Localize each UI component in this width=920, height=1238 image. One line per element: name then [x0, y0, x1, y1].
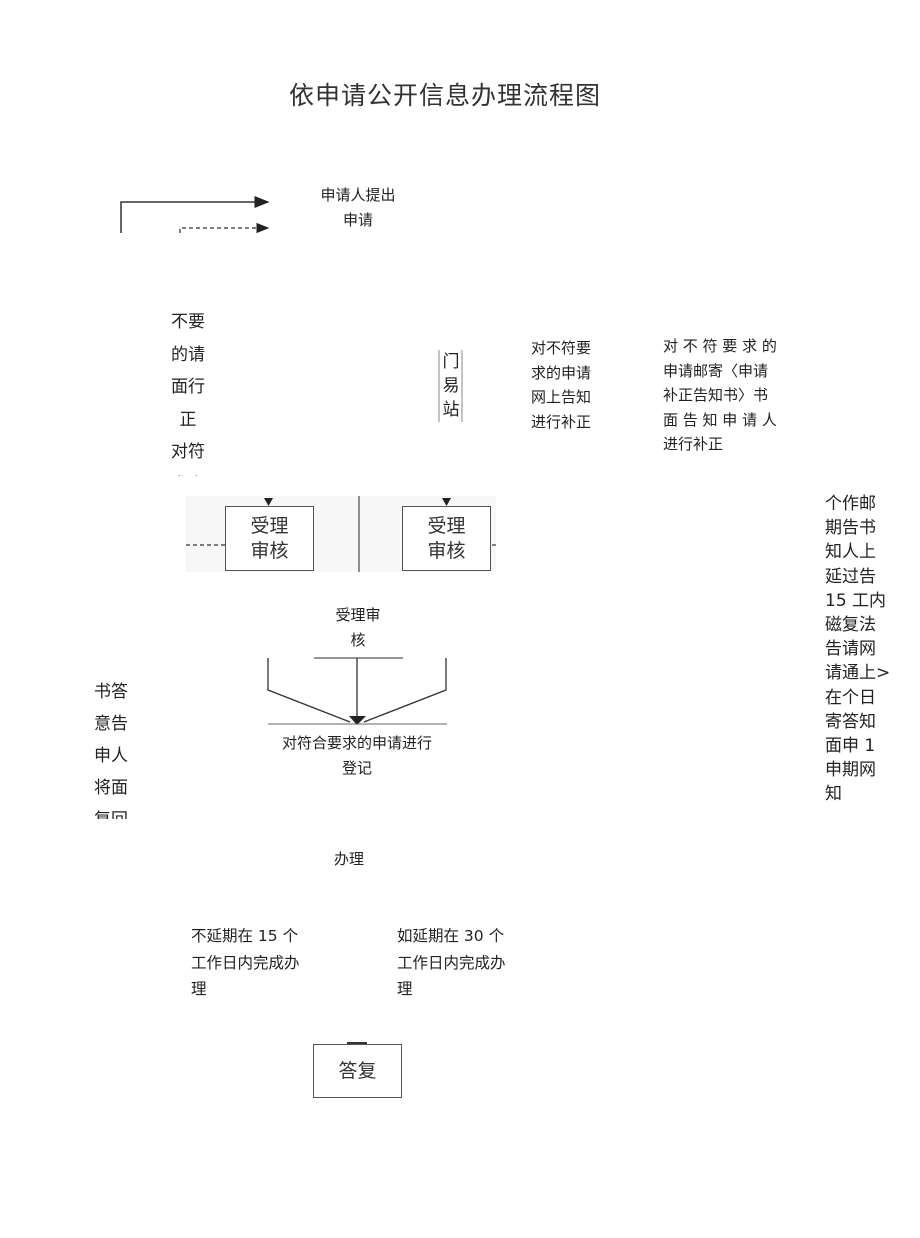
node-reject-left: 不要 的请 面行 正 对符 求申	[171, 312, 205, 476]
node-apply: 申请人提出 申请	[320, 186, 396, 229]
node-mail-supplement: 对 不 符 要 求 的 申请邮寄〈申请 补正告知书〉书 面 告 知 申 请 人 …	[663, 337, 777, 453]
node-right-column: 个作邮 期告书 知人上 延过告 15 工内 磁复法 告请网 请通上> 在个日 寄…	[825, 494, 891, 805]
node-left-column: 书答 意告 申人 将面 复回	[94, 682, 128, 819]
node-no-extension: 不延期在 15 个 工作日内完成办 理	[191, 927, 300, 998]
node-accept-review: 受理审 核	[335, 606, 381, 649]
page-title: 依申请公开信息办理流程图	[288, 81, 601, 110]
node-handle: 办理	[333, 850, 364, 868]
top-arrow-fragment	[120, 196, 270, 234]
node-reply: 答复	[313, 1044, 402, 1098]
node-accept-box-2: 受理 审核	[402, 506, 491, 571]
node-register: 对符合要求的申请进行 登记	[281, 734, 432, 777]
node-extension: 如延期在 30 个 工作日内完成办 理	[397, 927, 506, 998]
node-accept-box-1: 受理 审核	[225, 506, 314, 571]
node-online-supplement: 对不符要 求的申请 网上告知 进行补正	[531, 339, 592, 431]
node-portal-vertical: 门 易 站	[442, 352, 460, 420]
converge-fragment	[267, 657, 447, 725]
